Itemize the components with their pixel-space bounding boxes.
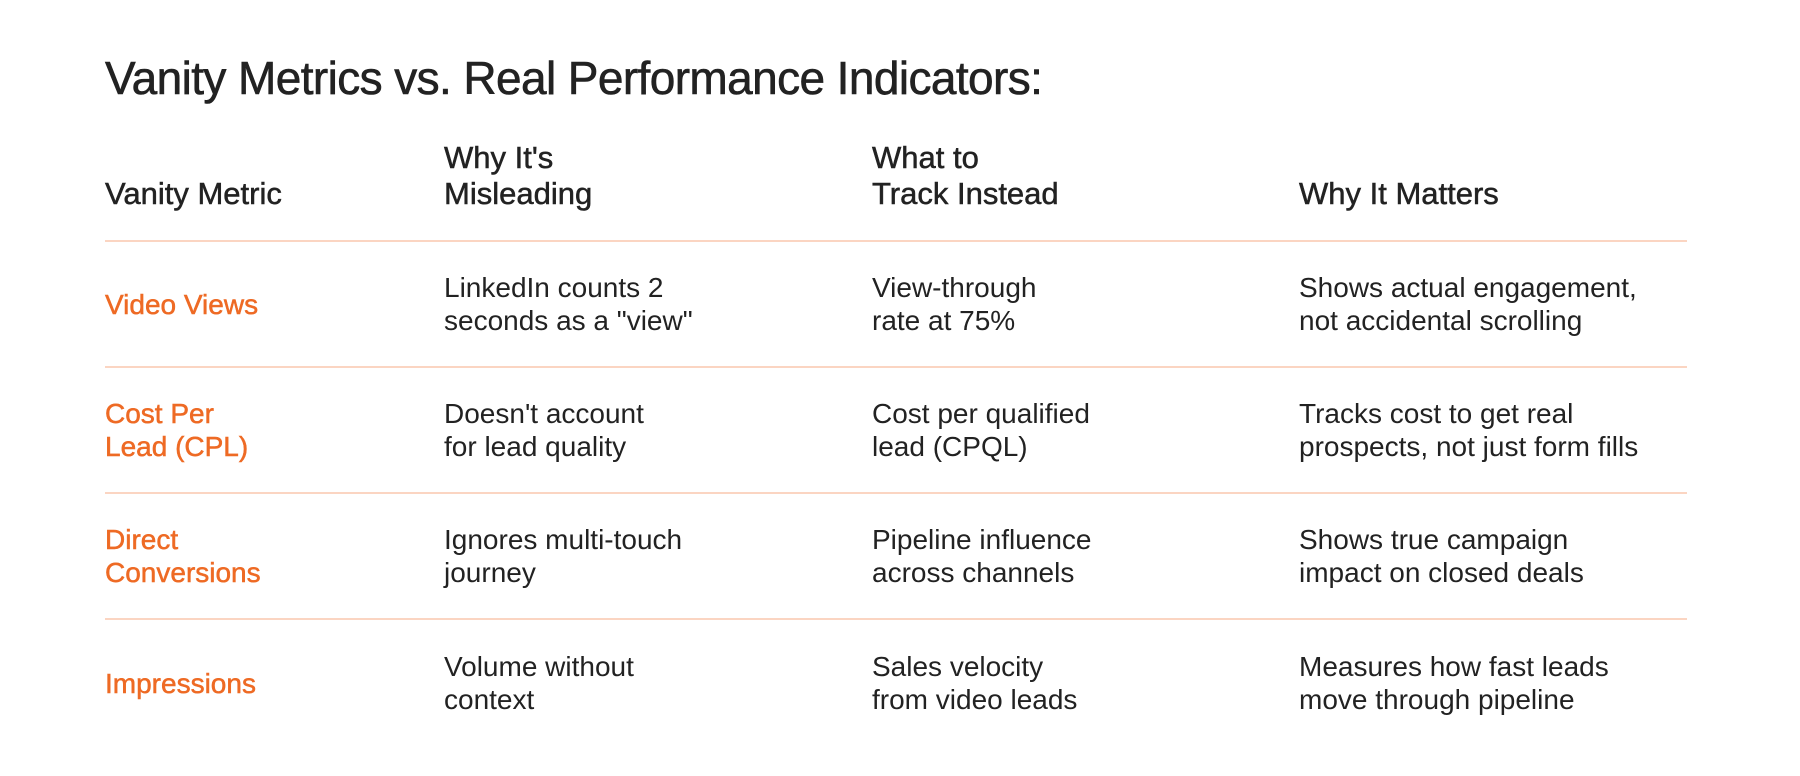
column-header-vanity-metric: Vanity Metric — [105, 176, 282, 212]
vanity-metric-cell: Video Views — [105, 288, 259, 320]
why-matters-cell: Tracks cost to get real prospects, not j… — [1299, 398, 1639, 462]
column-header-why-matters: Why It Matters — [1299, 176, 1499, 212]
why-misleading-cell: Ignores multi-touch journey — [444, 524, 683, 588]
column-header-why-misleading: Why It's Misleading — [444, 140, 593, 212]
page-title: Vanity Metrics vs. Real Performance Indi… — [105, 52, 1043, 105]
why-misleading-cell: Volume without context — [444, 651, 634, 715]
track-instead-cell: Cost per qualified lead (CPQL) — [872, 398, 1090, 462]
why-misleading-cell: Doesn't account for lead quality — [444, 398, 644, 462]
table-row: Cost Per Lead (CPL) Doesn't account for … — [105, 368, 1687, 494]
track-instead-cell: Pipeline influence across channels — [872, 524, 1092, 588]
vanity-metric-cell: Cost Per Lead (CPL) — [105, 398, 249, 463]
table-row: Impressions Volume without context Sales… — [105, 620, 1687, 746]
why-matters-cell: Shows true campaign impact on closed dea… — [1299, 524, 1584, 588]
why-misleading-cell: LinkedIn counts 2 seconds as a "view" — [444, 272, 693, 336]
column-header-track-instead: What to Track Instead — [872, 140, 1059, 212]
table-row: Video Views LinkedIn counts 2 seconds as… — [105, 242, 1687, 368]
table-header-row: Vanity Metric Why It's Misleading What t… — [105, 132, 1687, 242]
vanity-metric-cell: Impressions — [105, 667, 256, 699]
track-instead-cell: Sales velocity from video leads — [872, 651, 1078, 715]
track-instead-cell: View-through rate at 75% — [872, 272, 1037, 336]
why-matters-cell: Measures how fast leads move through pip… — [1299, 651, 1609, 715]
comparison-table: Vanity Metric Why It's Misleading What t… — [105, 132, 1687, 746]
why-matters-cell: Shows actual engagement, not accidental … — [1299, 272, 1637, 336]
table-row: Direct Conversions Ignores multi-touch j… — [105, 494, 1687, 620]
vanity-metric-cell: Direct Conversions — [105, 524, 261, 589]
